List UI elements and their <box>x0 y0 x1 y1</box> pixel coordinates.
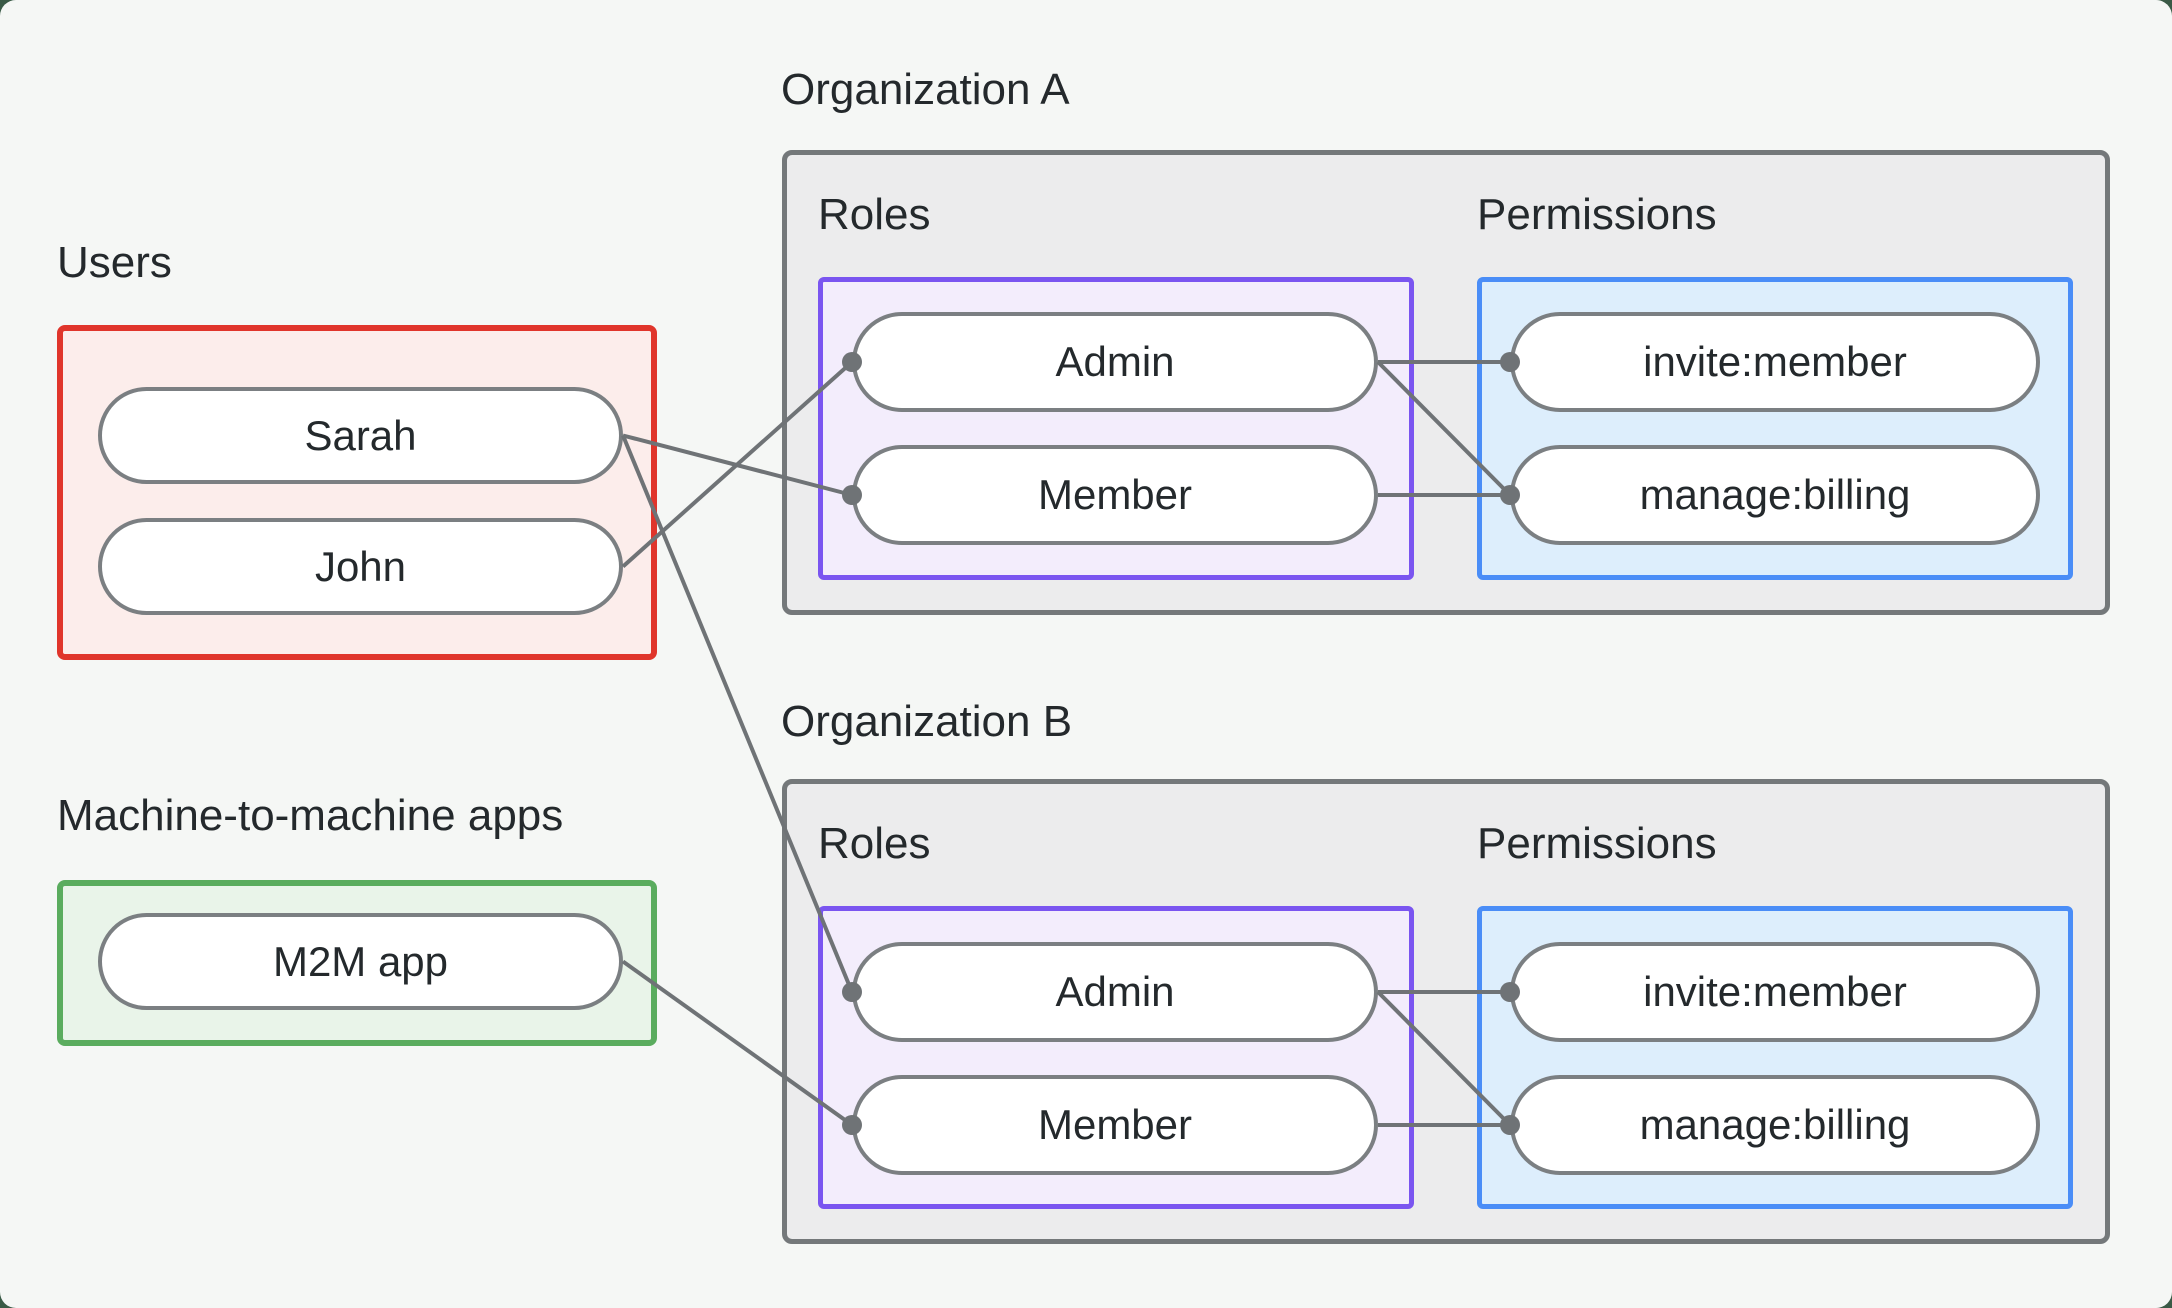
org-a-title: Organization A <box>781 65 1070 114</box>
m2m-section-title: Machine-to-machine apps <box>57 791 564 840</box>
node-org-b-perm-manage-label: manage:billing <box>1639 1101 1911 1148</box>
node-org-b-perm-manage: manage:billing <box>1510 1075 2040 1175</box>
node-m2m-app-label: M2M app <box>272 937 449 985</box>
node-org-a-perm-manage: manage:billing <box>1510 445 2040 545</box>
node-user-john-label: John <box>314 542 407 590</box>
org-a-permissions-label: Permissions <box>1477 190 1717 239</box>
node-org-a-role-admin: Admin <box>852 312 1378 412</box>
node-org-b-perm-invite: invite:member <box>1510 942 2040 1042</box>
org-b-title: Organization B <box>781 697 1073 746</box>
node-org-a-perm-manage-label: manage:billing <box>1639 471 1911 518</box>
org-b-roles-label: Roles <box>818 819 931 868</box>
node-org-a-role-admin-label: Admin <box>1055 338 1175 385</box>
node-org-a-role-member: Member <box>852 445 1378 545</box>
node-user-sarah-label: Sarah <box>304 411 417 459</box>
node-m2m-app: M2M app <box>98 913 623 1010</box>
node-org-b-perm-invite-label: invite:member <box>1643 968 1907 1015</box>
node-org-b-role-admin-label: Admin <box>1055 968 1175 1015</box>
users-section-title: Users <box>57 238 172 287</box>
node-org-b-role-member-label: Member <box>1037 1101 1193 1148</box>
node-org-a-perm-invite-label: invite:member <box>1643 338 1907 385</box>
org-a-roles-label: Roles <box>818 190 931 239</box>
node-org-a-role-member-label: Member <box>1037 471 1193 518</box>
node-org-b-role-member: Member <box>852 1075 1378 1175</box>
node-org-a-perm-invite: invite:member <box>1510 312 2040 412</box>
org-b-permissions-label: Permissions <box>1477 819 1717 868</box>
node-user-sarah: Sarah <box>98 387 623 484</box>
node-org-b-role-admin: Admin <box>852 942 1378 1042</box>
node-user-john: John <box>98 518 623 615</box>
